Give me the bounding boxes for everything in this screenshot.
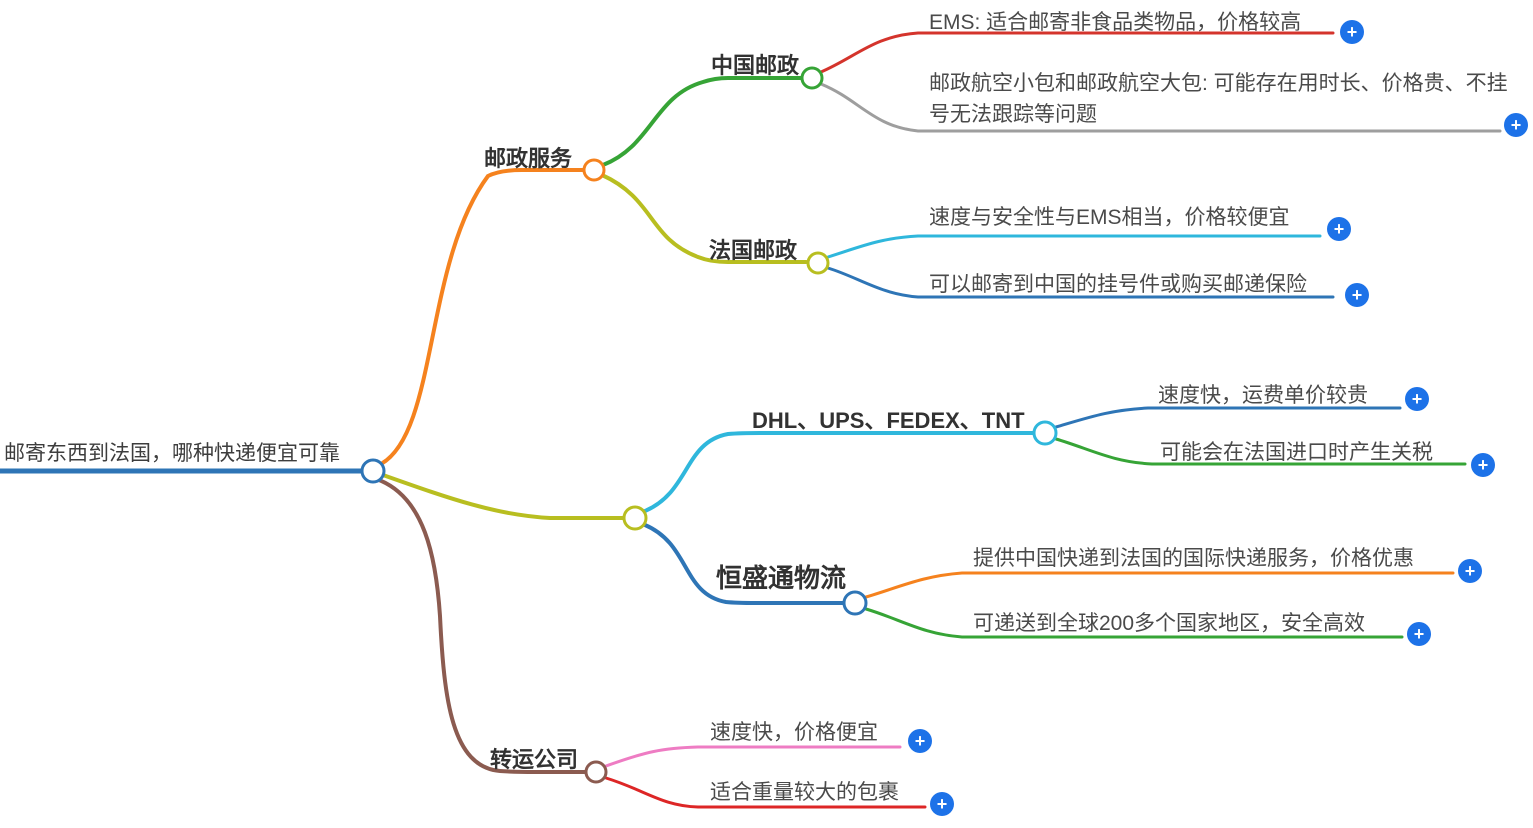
connector-couriers-speed xyxy=(1054,406,1402,429)
connector-root-postal-service xyxy=(379,168,586,466)
add-child-button-courier-speed[interactable]: + xyxy=(1405,387,1429,411)
node-circle-transfer-company[interactable] xyxy=(584,760,608,784)
node-label-transfer-speed[interactable]: 速度快，价格便宜 xyxy=(710,721,878,744)
add-child-button-postal-airmail[interactable]: + xyxy=(1504,113,1528,137)
connector-transfer-weight xyxy=(604,776,927,809)
connector-junction-hengshengtong xyxy=(643,523,845,605)
node-label-ems[interactable]: EMS: 适合邮寄非食品类物品，价格较高 xyxy=(929,11,1302,34)
add-child-button-hst-service[interactable]: + xyxy=(1458,559,1482,583)
connector-root-junction xyxy=(381,473,626,520)
node-label-courier-tariff[interactable]: 可能会在法国进口时产生关税 xyxy=(1160,441,1433,464)
plus-icon: + xyxy=(1411,389,1423,409)
add-child-button-transfer-weight[interactable]: + xyxy=(930,792,954,816)
add-child-button-ems[interactable]: + xyxy=(1340,20,1364,44)
connector-china-ems xyxy=(819,31,1335,74)
connector-junction-couriers xyxy=(643,431,1035,513)
node-circle-hengshengtong[interactable] xyxy=(842,590,868,616)
node-circle-root[interactable] xyxy=(360,458,386,484)
node-label-transfer-weight[interactable]: 适合重量较大的包裹 xyxy=(710,781,899,804)
node-label-transfer-company[interactable]: 转运公司 xyxy=(490,747,579,772)
node-label-china-post[interactable]: 中国邮政 xyxy=(711,53,800,78)
node-label-hst-service[interactable]: 提供中国快递到法国的国际快递服务，价格优惠 xyxy=(973,547,1414,570)
node-circle-postal-service[interactable] xyxy=(582,158,606,182)
plus-icon: + xyxy=(914,731,926,751)
node-label-couriers[interactable]: DHL、UPS、FEDEX、TNT xyxy=(752,408,1025,433)
plus-icon: + xyxy=(1477,455,1489,475)
node-label-courier-speed[interactable]: 速度快，运费单价较贵 xyxy=(1158,384,1368,407)
node-label-hengshengtong[interactable]: 恒盛通物流 xyxy=(716,563,847,593)
plus-icon: + xyxy=(936,794,948,814)
connector-hst-service xyxy=(864,571,1455,599)
connector-transfer-speed xyxy=(604,745,902,768)
connector-hst-global xyxy=(864,607,1404,639)
node-circle-junction[interactable] xyxy=(622,505,648,531)
node-label-france-post[interactable]: 法国邮政 xyxy=(709,238,798,263)
add-child-button-courier-tariff[interactable]: + xyxy=(1471,453,1495,477)
plus-icon: + xyxy=(1413,624,1425,644)
connector-france-speed xyxy=(826,234,1322,259)
node-label-hst-global[interactable]: 可递送到全球200多个国家地区，安全高效 xyxy=(973,612,1366,635)
connector-postal-china-post xyxy=(601,76,804,167)
plus-icon: + xyxy=(1510,115,1522,135)
plus-icon: + xyxy=(1351,285,1363,305)
add-child-button-france-registered[interactable]: + xyxy=(1345,283,1369,307)
add-child-button-hst-global[interactable]: + xyxy=(1407,622,1431,646)
plus-icon: + xyxy=(1346,22,1358,42)
node-label-postal-service[interactable]: 邮政服务 xyxy=(484,146,573,171)
connector-postal-france-post xyxy=(600,173,808,264)
plus-icon: + xyxy=(1333,219,1345,239)
node-label-france-registered[interactable]: 可以邮寄到中国的挂号件或购买邮递保险 xyxy=(929,273,1307,296)
plus-icon: + xyxy=(1464,561,1476,581)
connector-root-transfer-company xyxy=(377,478,587,774)
connector-france-registered xyxy=(826,266,1335,299)
node-label-root[interactable]: 邮寄东西到法国，哪种快递便宜可靠 xyxy=(4,442,340,465)
add-child-button-transfer-speed[interactable]: + xyxy=(908,729,932,753)
connector-couriers-tariff xyxy=(1054,437,1467,466)
add-child-button-france-speed[interactable]: + xyxy=(1327,217,1351,241)
node-label-france-speed[interactable]: 速度与安全性与EMS相当，价格较便宜 xyxy=(929,206,1290,229)
node-label-postal-airmail[interactable]: 邮政航空小包和邮政航空大包: 可能存在用时长、价格贵、不挂号无法跟踪等问题 xyxy=(929,72,1508,126)
node-circle-france-post[interactable] xyxy=(806,251,830,275)
connector-china-airmail xyxy=(819,82,1502,133)
node-circle-china-post[interactable] xyxy=(800,66,824,90)
node-circle-couriers[interactable] xyxy=(1032,420,1058,446)
